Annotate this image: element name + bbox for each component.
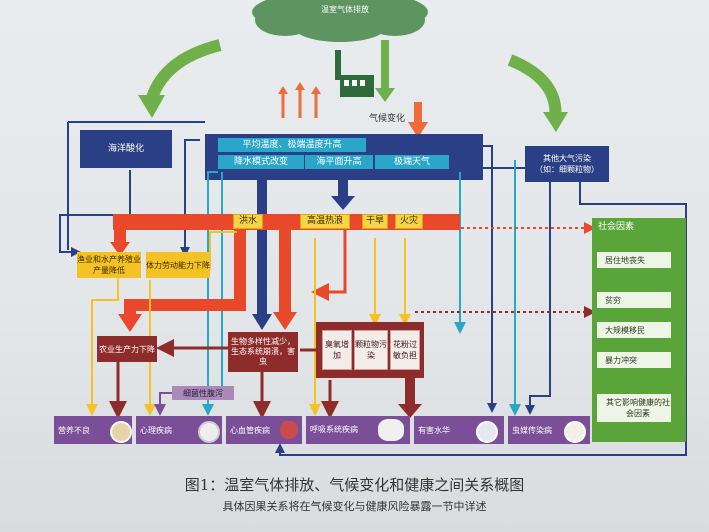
ghg-emission-label: 温室气体排放 xyxy=(321,4,369,14)
outcome-label: 虫媒传染病 xyxy=(512,425,552,435)
figure-subtitle: 具体因果关系将在气候变化与健康风险暴露一节中详述 xyxy=(222,500,487,513)
outcome-label: 呼吸系统疾病 xyxy=(310,425,358,434)
hazard-flood: 洪水 xyxy=(233,214,263,229)
lungs-icon xyxy=(378,419,404,441)
pollen-allergy-box: 花粉过敏负担 xyxy=(390,330,420,370)
sea-level-rise-label: 海平面升高 xyxy=(316,156,362,167)
temperature-rise-label: 平均温度、极端温度升高 xyxy=(242,139,342,150)
factory-icon xyxy=(335,50,374,97)
other-air-pollution-box: 其他大气污染 （如：细颗粒物） xyxy=(525,146,609,182)
social-item-other-health-factors: 其它影响健康的社会因素 xyxy=(597,394,671,422)
outcome-label: 心理疾病 xyxy=(140,425,172,435)
agri-productivity-drop-box: 农业生产力下降 xyxy=(97,336,157,362)
bacteria-icon xyxy=(476,421,498,443)
ocean-acidification-box: 海洋酸化 xyxy=(80,130,172,168)
outcome-label: 营养不良 xyxy=(58,425,90,435)
cloud-icon xyxy=(252,0,428,42)
social-item-poverty: 贫穷 xyxy=(597,292,671,308)
bacterial-diarrhea-box: 细菌性腹泻 xyxy=(172,386,234,400)
plate-icon xyxy=(110,421,132,443)
ozone-increase-box: 臭氧增加 xyxy=(322,330,352,370)
outcome-label: 心血管疾病 xyxy=(230,425,270,435)
hazard-heatwave: 高温热浪 xyxy=(300,214,350,229)
heat-rise-arrows xyxy=(278,82,321,118)
social-item-mass-migration: 大规模移民 xyxy=(597,322,671,338)
tick-icon xyxy=(564,421,586,443)
fishery-yield-drop-box: 渔业和水产养殖业产量降低 xyxy=(77,252,141,278)
climate-change-label: 气候变化 xyxy=(368,113,405,124)
particulate-pollution-box: 颗粒物污染 xyxy=(354,330,388,370)
hazard-fire: 火灾 xyxy=(395,214,423,229)
social-item-habitat-loss: 居住地丧失 xyxy=(597,252,671,268)
heart-icon xyxy=(280,421,298,439)
hazard-drought: 干旱 xyxy=(362,214,388,229)
extreme-weather-label: 极端天气 xyxy=(393,156,430,167)
figure-title: 图1：温室气体排放、气候变化和健康之间关系概图 xyxy=(184,476,525,494)
brain-gears-icon xyxy=(198,421,220,443)
social-item-violent-conflict: 暴力冲突 xyxy=(597,352,671,368)
precipitation-change-label: 降水模式改变 xyxy=(233,156,288,167)
outcome-label: 有害水华 xyxy=(418,425,450,435)
biodiversity-loss-box: 生物多样性减少，生态系统崩溃，害虫 xyxy=(228,332,298,372)
labor-capacity-drop-box: 体力劳动能力下降 xyxy=(146,252,210,278)
